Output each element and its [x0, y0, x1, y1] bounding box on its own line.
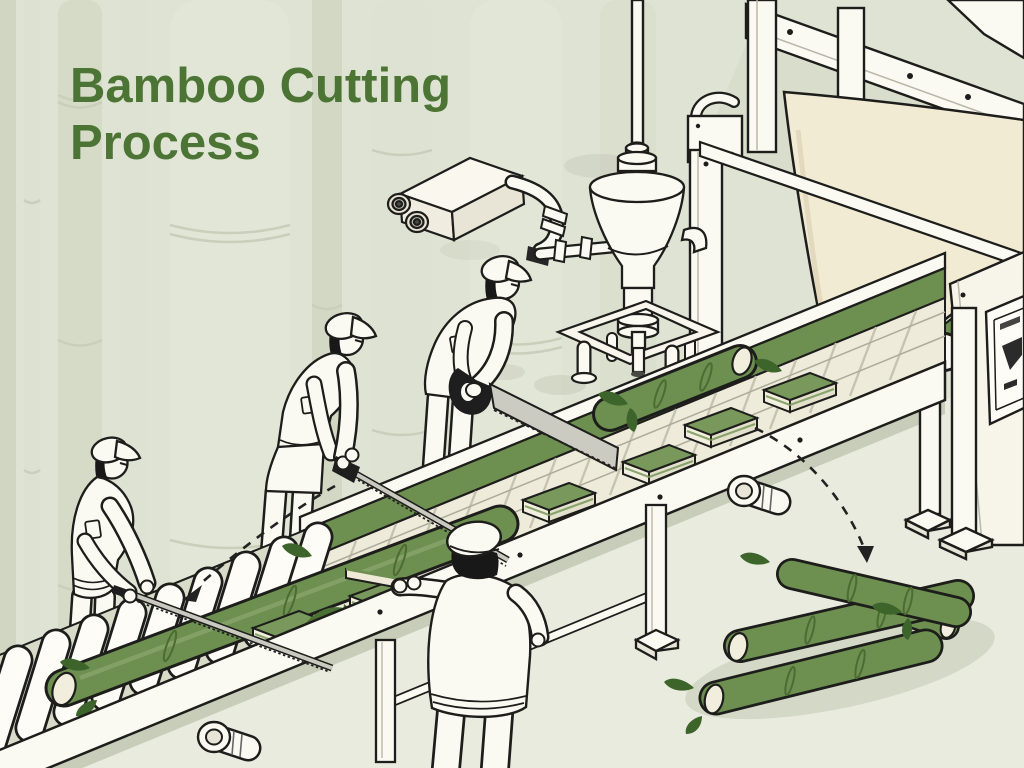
nozzle-lens-icon — [386, 192, 430, 234]
process-arrows — [182, 426, 874, 602]
hand-saw-long — [112, 579, 334, 673]
bamboo-log-short — [592, 344, 758, 432]
hopper-funnel — [588, 141, 708, 354]
deck-leaves — [282, 358, 782, 558]
title-line-1: Bamboo Cutting — [70, 59, 452, 113]
nozzle-device — [386, 156, 526, 242]
leaf-icon — [664, 552, 913, 734]
leaf-icon — [60, 658, 97, 717]
gantry-post — [746, 0, 778, 154]
bamboo-log-on-belt — [44, 504, 520, 717]
hand-saw — [448, 368, 620, 472]
gantry-beam-upper — [744, 2, 1024, 140]
funnel-bracket — [680, 226, 708, 254]
panel-glyph — [1002, 337, 1022, 370]
gantry-beam-lower — [698, 140, 1024, 270]
feed-pipe-vertical — [630, 0, 645, 148]
crank-knob — [726, 474, 792, 516]
page-title: Bamboo Cutting Process — [70, 58, 451, 172]
cut-bamboo-pile — [664, 552, 975, 734]
crank-knob — [196, 720, 262, 762]
worker-front — [345, 520, 550, 768]
title-line-2: Process — [70, 116, 261, 170]
